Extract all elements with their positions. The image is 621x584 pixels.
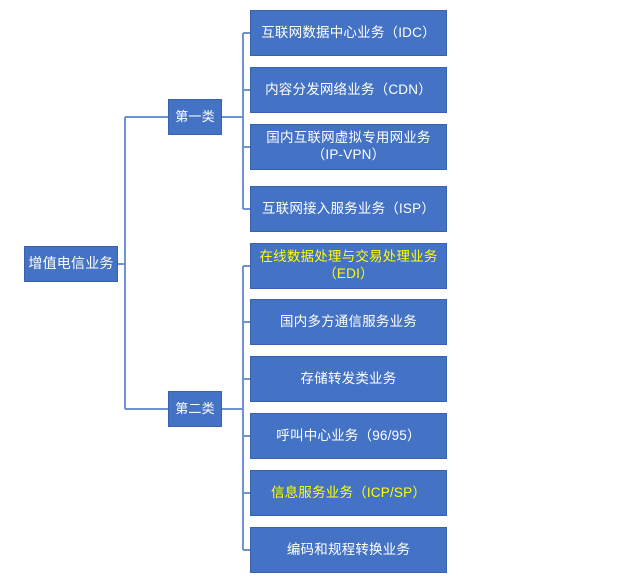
category-node-first-class[interactable]: 第一类 — [168, 99, 222, 135]
leaf-node-idc[interactable]: 互联网数据中心业务（IDC） — [250, 10, 447, 56]
leaf-node-code-and-protocol-conversion-label: 编码和规程转换业务 — [286, 541, 411, 557]
root-node-value-added-telecom[interactable]: 增值电信业务 — [24, 246, 118, 282]
leaf-node-ip-vpn[interactable]: 国内互联网虚拟专用网业务（IP-VPN） — [250, 124, 447, 170]
category-node-first-class-label: 第一类 — [175, 108, 215, 124]
root-node-label: 增值电信业务 — [28, 255, 114, 272]
leaf-node-domestic-multiparty-communication[interactable]: 国内多方通信服务业务 — [250, 299, 447, 345]
leaf-node-store-and-forward-label: 存储转发类业务 — [300, 370, 397, 386]
leaf-node-code-and-protocol-conversion[interactable]: 编码和规程转换业务 — [250, 527, 447, 573]
leaf-node-edi[interactable]: 在线数据处理与交易处理业务（EDI） — [250, 243, 447, 289]
leaf-node-domestic-multiparty-communication-label: 国内多方通信服务业务 — [280, 313, 417, 329]
leaf-node-isp[interactable]: 互联网接入服务业务（ISP） — [250, 186, 447, 232]
category-node-second-class-label: 第二类 — [175, 400, 215, 416]
category-node-second-class[interactable]: 第二类 — [168, 391, 222, 427]
leaf-node-ip-vpn-label: 国内互联网虚拟专用网业务（IP-VPN） — [266, 130, 431, 162]
leaf-node-icp-sp-label: 信息服务业务（ICP/SP） — [270, 484, 427, 500]
leaf-node-icp-sp[interactable]: 信息服务业务（ICP/SP） — [250, 470, 447, 516]
leaf-node-call-center-label: 呼叫中心业务（96/95） — [276, 427, 421, 443]
leaf-node-edi-label: 在线数据处理与交易处理业务（EDI） — [259, 249, 438, 281]
leaf-node-cdn-label: 内容分发网络业务（CDN） — [265, 81, 432, 97]
leaf-node-cdn[interactable]: 内容分发网络业务（CDN） — [250, 67, 447, 113]
leaf-node-idc-label: 互联网数据中心业务（IDC） — [261, 24, 436, 40]
leaf-node-call-center[interactable]: 呼叫中心业务（96/95） — [250, 413, 447, 459]
leaf-node-isp-label: 互联网接入服务业务（ISP） — [261, 200, 436, 216]
leaf-node-store-and-forward[interactable]: 存储转发类业务 — [250, 356, 447, 402]
